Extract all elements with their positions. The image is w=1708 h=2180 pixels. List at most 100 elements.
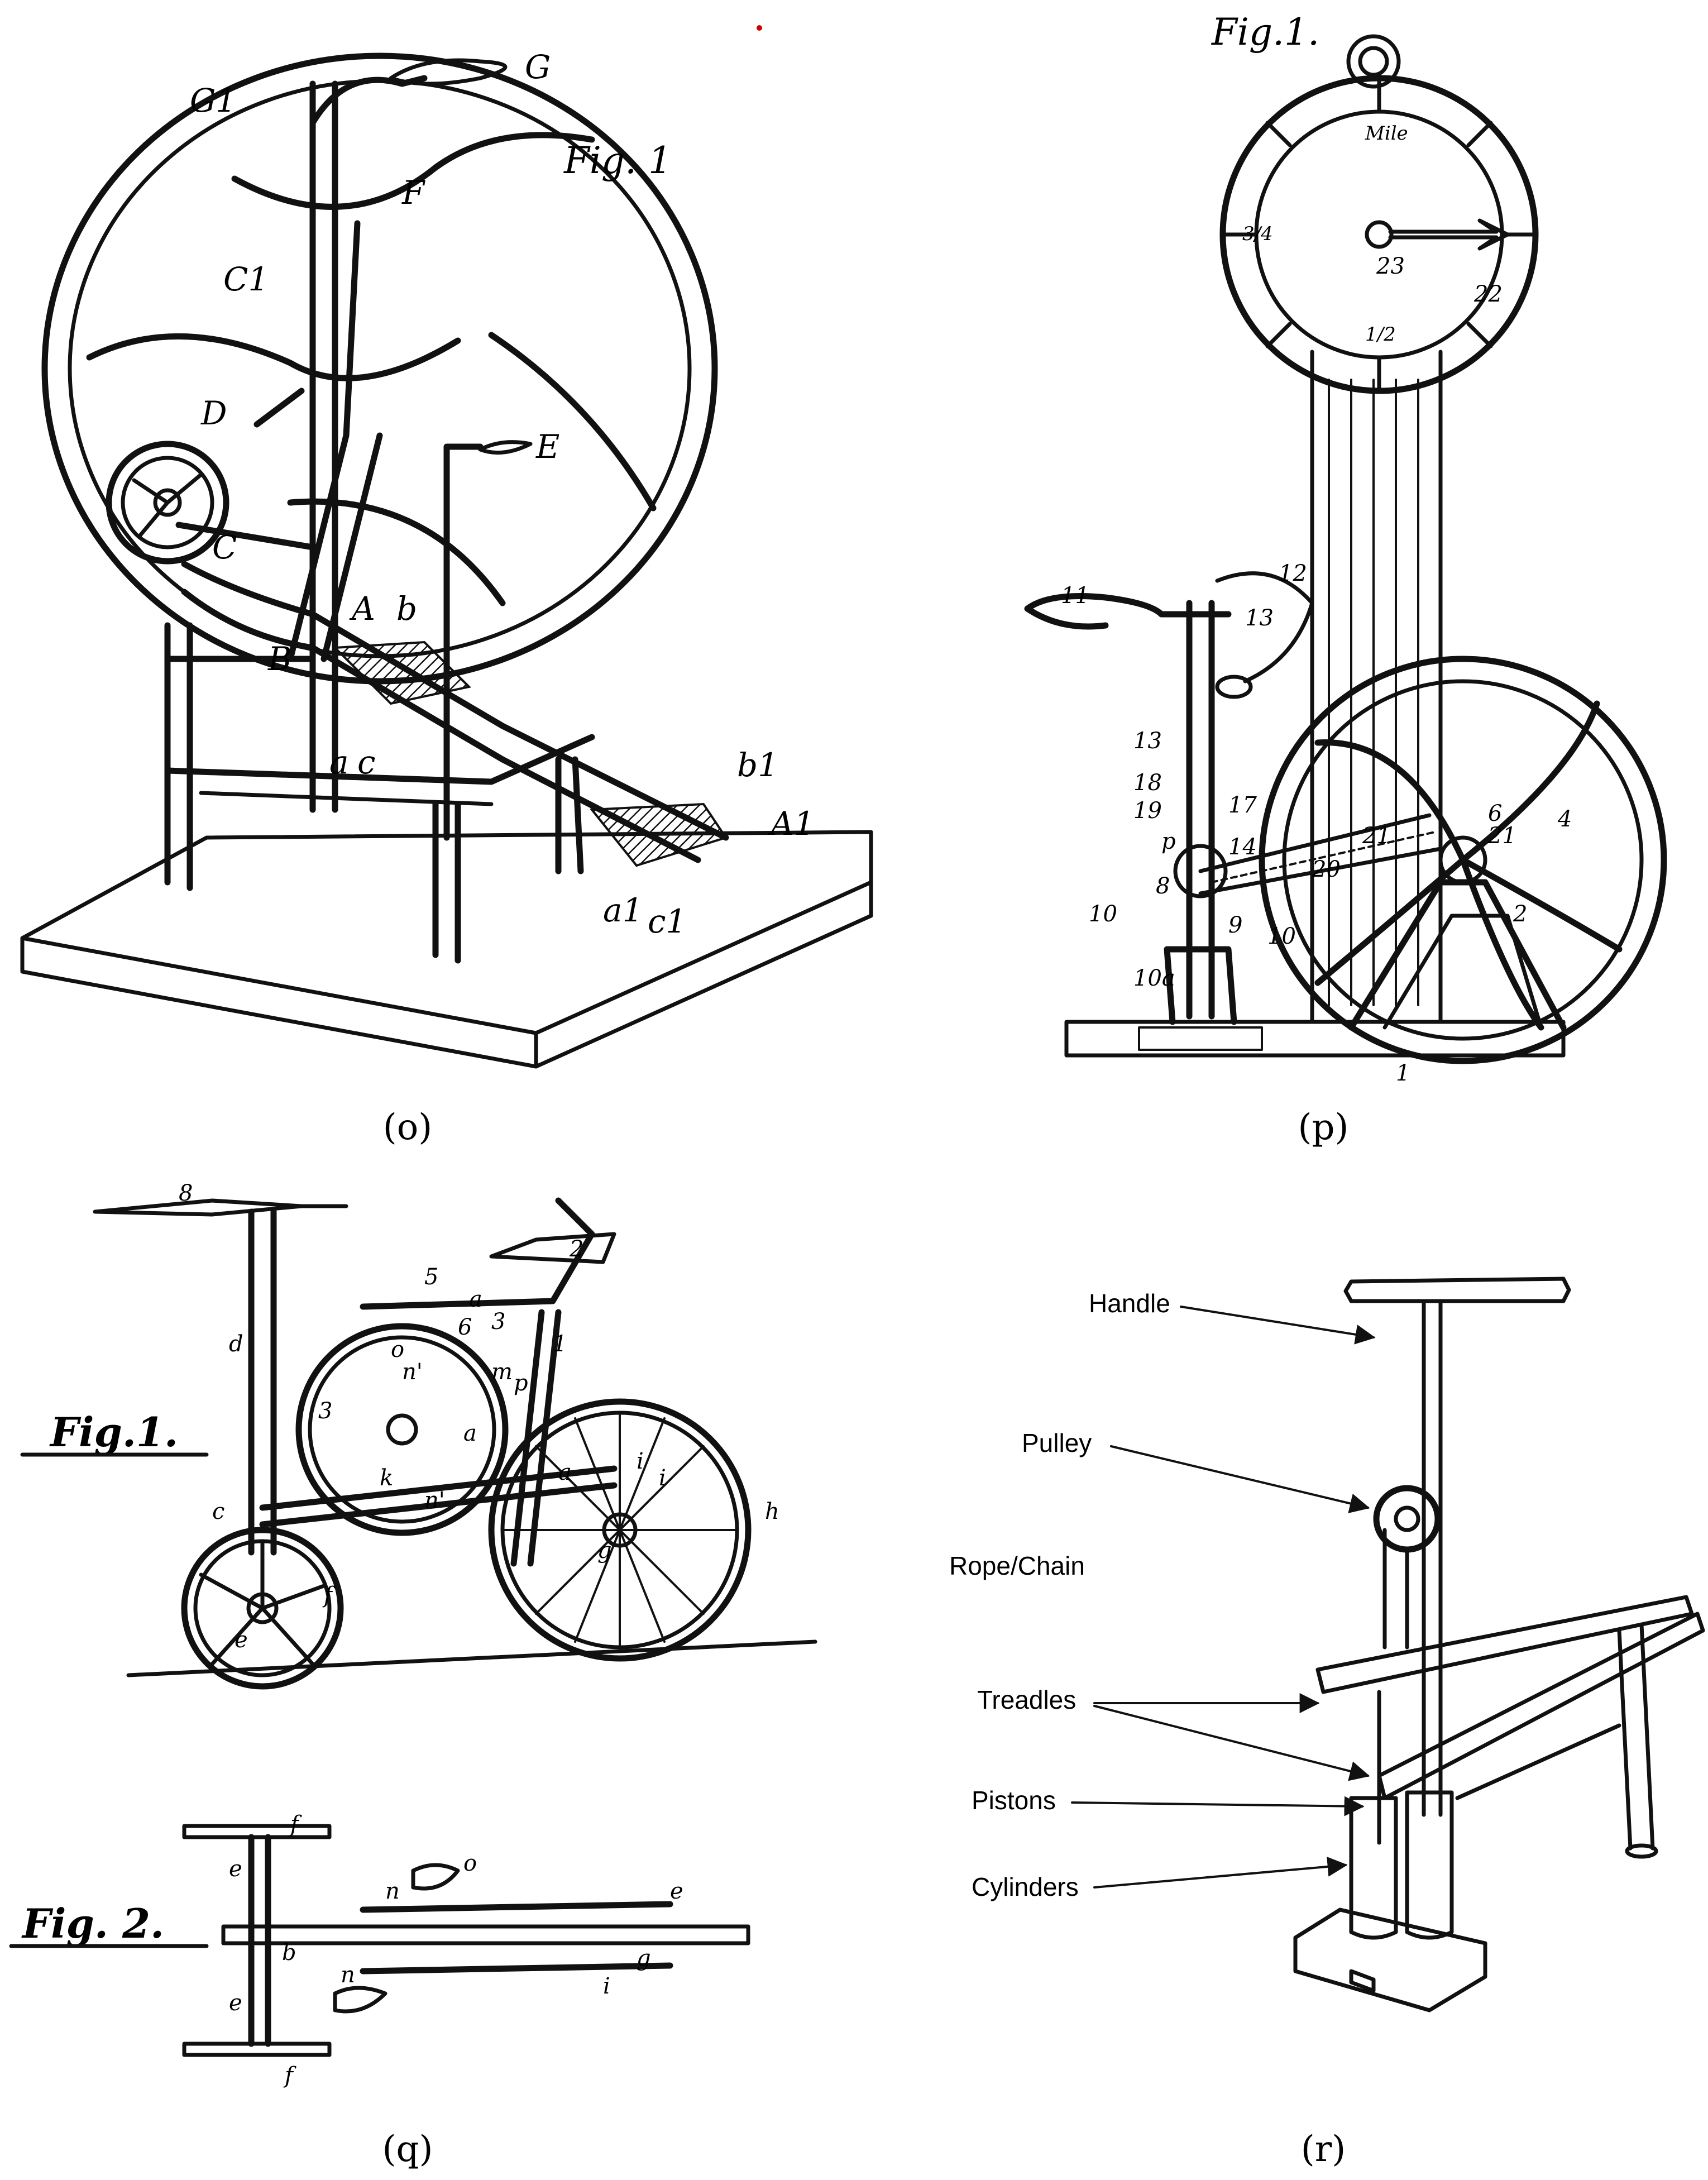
panel-r-label-pistons: Pistons [972, 1786, 1056, 1815]
panel-q-label: n' [424, 1488, 445, 1513]
panel-q-label: 3 [491, 1309, 505, 1335]
panel-p-label: 8 [1156, 873, 1170, 899]
panel-r-leader-pulley [1110, 1445, 1370, 1513]
panel-q-label: 1 [553, 1331, 567, 1357]
panel-p: Fig.1. Mile 3/4 1/2 23 22 [1024, 11, 1667, 1148]
panel-p-label: 12 [1279, 561, 1307, 586]
panel-p-base-cutout [1138, 1026, 1263, 1051]
panel-q-caption: (q) [382, 2129, 433, 2170]
panel-r-foot [1625, 1843, 1658, 1859]
panel-r-base [1293, 1908, 1487, 2012]
panel-r-label-handle: Handle [1089, 1289, 1170, 1318]
panel-o-label: G1 [190, 82, 236, 119]
panel-q-label: e [229, 1990, 242, 2016]
panel-q-label: o [391, 1337, 404, 1363]
panel-o-label: D [200, 394, 227, 432]
panel-q-labels: 8 d 5 a 6 3 2 1 m p o n' 3 a k n' a i i … [179, 1180, 779, 1653]
panel-p-dial-label: 23 [1376, 254, 1405, 279]
panel-o: G G1 F C1 D E C A b B a c b1 A1 a1 c1 Fi… [20, 25, 873, 1148]
panel-r-labels: Handle Pulley Rope/Chain Treadles Piston… [949, 1289, 1170, 1901]
panel-r-frame [1377, 1623, 1655, 1851]
panel-o-label: F [401, 174, 425, 212]
panel-r-handle [1343, 1277, 1571, 1303]
panel-o-label: c [357, 743, 375, 781]
panel-q-label: 3 [318, 1398, 332, 1424]
panel-o-caption: (o) [383, 1107, 432, 1148]
panel-p-label: 21 [1362, 823, 1391, 849]
panel-q-label: g [637, 1945, 651, 1971]
panel-o-treadle-a [332, 640, 472, 705]
panel-p-label: 6 [1488, 801, 1502, 826]
panel-p-label: 13 [1245, 605, 1274, 631]
panel-p-column [1310, 350, 1443, 1024]
panel-o-label: a1 [603, 891, 643, 929]
panel-o-label: G [525, 48, 551, 86]
panel-o-label: A1 [768, 805, 815, 843]
panel-o-label: E [535, 428, 559, 466]
panel-q-fig1-title: Fig.1. [49, 1408, 178, 1456]
panel-p-label: p [1161, 829, 1176, 854]
panel-q-label: i [659, 1465, 666, 1491]
panel-q-label: 8 [179, 1180, 193, 1206]
panel-r-label-treadles: Treadles [977, 1685, 1076, 1714]
panel-q-label: 2 [569, 1236, 583, 1262]
panel-p-seat-assembly [1024, 571, 1443, 1025]
panel-o-labels: G G1 F C1 D E C A b B a c b1 A1 a1 c1 [190, 48, 815, 940]
panel-o-frame [164, 75, 729, 964]
panel-o-label: C1 [223, 260, 269, 298]
panel-p-dial-label: 3/4 [1242, 223, 1273, 245]
panel-q-fig2-title: Fig. 2. [21, 1900, 164, 1947]
panel-q-label: n [385, 1878, 400, 1904]
panel-o-label: B [267, 640, 292, 678]
panel-r-leader-cylinders [1093, 1856, 1348, 1889]
panel-r-leader-treadle-2 [1093, 1705, 1370, 1781]
panel-q-label: i [603, 1973, 610, 1999]
panel-p-label: 11 [1061, 583, 1089, 609]
panel-o-small-wheel [106, 441, 229, 565]
panel-o-label: A [349, 590, 375, 628]
panel-q: Fig.1. [9, 1180, 817, 2170]
panel-r-label-pulley: Pulley [1022, 1428, 1092, 1457]
panel-q-label: i [637, 1448, 644, 1474]
panel-p-label: 10 [1267, 924, 1296, 949]
panel-p-dial: Mile 3/4 1/2 23 22 [1219, 34, 1539, 394]
panel-q-label: p [514, 1370, 528, 1396]
panel-p-label: 2 [1513, 901, 1527, 927]
panel-p-base [1064, 1020, 1566, 1058]
panel-q-seat [489, 1232, 616, 1264]
panel-r-caption: (r) [1301, 2129, 1346, 2170]
panel-q-label: c [212, 1499, 224, 1524]
panel-q-frame-bar [259, 1465, 618, 1528]
panel-p-dial-label: 1/2 [1365, 323, 1396, 346]
panel-o-label: b [396, 590, 417, 628]
panel-r-handle-post [1422, 1299, 1443, 1817]
panel-q-label: e [670, 1878, 683, 1904]
panel-q-rear-wheel [488, 1398, 752, 1662]
panel-q-label: o [463, 1851, 477, 1876]
panel-q-label: 6 [458, 1314, 472, 1340]
panel-r-leader-handle [1180, 1306, 1376, 1345]
panel-o-label: c1 [648, 902, 686, 940]
red-dot-marker [757, 25, 762, 31]
panel-o-label: a [329, 743, 349, 781]
panel-q-label: h [765, 1499, 779, 1524]
panel-q-label: 5 [424, 1264, 438, 1290]
panel-r-pulley-hub [1394, 1505, 1420, 1532]
panel-p-label: 17 [1228, 792, 1257, 818]
panel-p-label: 20 [1312, 857, 1341, 882]
panel-q-middle-wheel [295, 1323, 509, 1536]
panel-r-leader-lines [1071, 1306, 1376, 1889]
panel-r-pulley [1373, 1485, 1441, 1553]
panel-r-treadle-lower [1377, 1612, 1705, 1800]
panel-p-label: 9 [1228, 912, 1242, 938]
panel-r-cylinder-right [1405, 1790, 1454, 1940]
panel-q-label: e [235, 1627, 248, 1653]
panel-q-label: f [322, 1583, 336, 1608]
panel-p-labels: 11 12 13 13 18 19 17 p 14 8 10 10 9 10a … [1061, 561, 1572, 1086]
panel-o-base [20, 830, 873, 1069]
panel-q-front-wheel [181, 1527, 344, 1690]
panel-r: Handle Pulley Rope/Chain Treadles Piston… [949, 1277, 1705, 2170]
panel-p-label: 1 [1396, 1060, 1410, 1086]
panel-q-steering-column [248, 1208, 277, 1556]
